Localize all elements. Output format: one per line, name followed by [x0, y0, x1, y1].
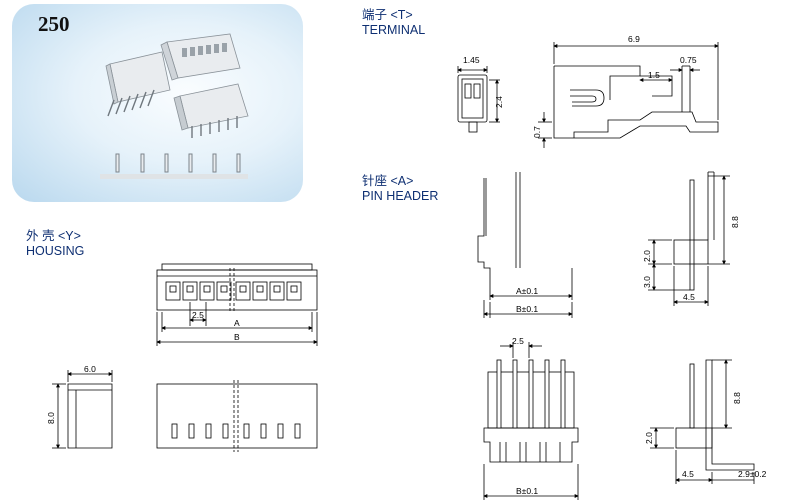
dim-header-88-top: 8.8 [730, 216, 740, 228]
dim-housing-a: A [234, 318, 240, 328]
dim-header-88-bottom: 8.8 [732, 392, 742, 404]
dim-header-45-top: 4.5 [683, 292, 695, 302]
dim-header-25: 2.5 [512, 336, 524, 346]
dim-header-29: 2.9±0.2 [738, 469, 767, 479]
housing-front-view [156, 263, 318, 346]
pin-header-top-side-view [648, 171, 730, 306]
connector-photo-right [173, 83, 249, 138]
dim-header-20-top: 2.0 [642, 250, 652, 262]
terminal-heading: 端子 <T> TERMINAL [362, 8, 425, 38]
housing-side-view [52, 370, 113, 449]
housing-heading-zh: 外 壳 <Y> [26, 229, 81, 243]
housing-heading-en: HOUSING [26, 244, 85, 258]
pin-header-top-view [477, 172, 573, 318]
dim-header-a: A±0.1 [516, 286, 538, 296]
dim-header-45-bottom: 4.5 [682, 469, 694, 479]
pin-header-heading-zh: 针座 <A> [362, 174, 414, 188]
terminal-heading-en: TERMINAL [362, 23, 426, 37]
pin-header-bottom-side-view [650, 359, 755, 484]
terminal-heading-zh: 端子 <T> [362, 8, 413, 22]
dim-header-b-bottom: B±0.1 [516, 486, 538, 496]
product-photo: 250 [12, 4, 303, 202]
dim-terminal-width: 1.45 [463, 55, 480, 65]
dim-terminal-length: 6.9 [628, 34, 640, 44]
terminal-front-view [457, 66, 500, 133]
dim-housing-60: 6.0 [84, 364, 96, 374]
product-photo-illustration [100, 33, 249, 179]
housing-bottom-view [156, 380, 318, 452]
terminal-side-view [538, 42, 719, 148]
dim-housing-b: B [234, 332, 240, 342]
photo-label: 250 [38, 12, 70, 36]
dim-terminal-15: 1.5 [648, 70, 660, 80]
connector-photo-left [105, 51, 171, 117]
dim-terminal-07: 0.7 [532, 126, 542, 138]
pin-header-heading: 针座 <A> PIN HEADER [362, 174, 438, 204]
housing-heading: 外 壳 <Y> HOUSING [26, 229, 84, 259]
pin-header-bottom-front-view [483, 342, 579, 500]
dim-terminal-075: 0.75 [680, 55, 697, 65]
dim-terminal-height: 2.4 [494, 96, 504, 108]
pin-header-heading-en: PIN HEADER [362, 189, 439, 203]
dim-housing-80: 8.0 [46, 412, 56, 424]
dim-header-b-top: B±0.1 [516, 304, 538, 314]
dim-header-30: 3.0 [642, 276, 652, 288]
dim-header-20-bottom: 2.0 [644, 432, 654, 444]
connector-photo-housing [160, 33, 241, 81]
dim-housing-25: 2.5 [192, 310, 204, 320]
terminal-photo-row [100, 153, 248, 179]
